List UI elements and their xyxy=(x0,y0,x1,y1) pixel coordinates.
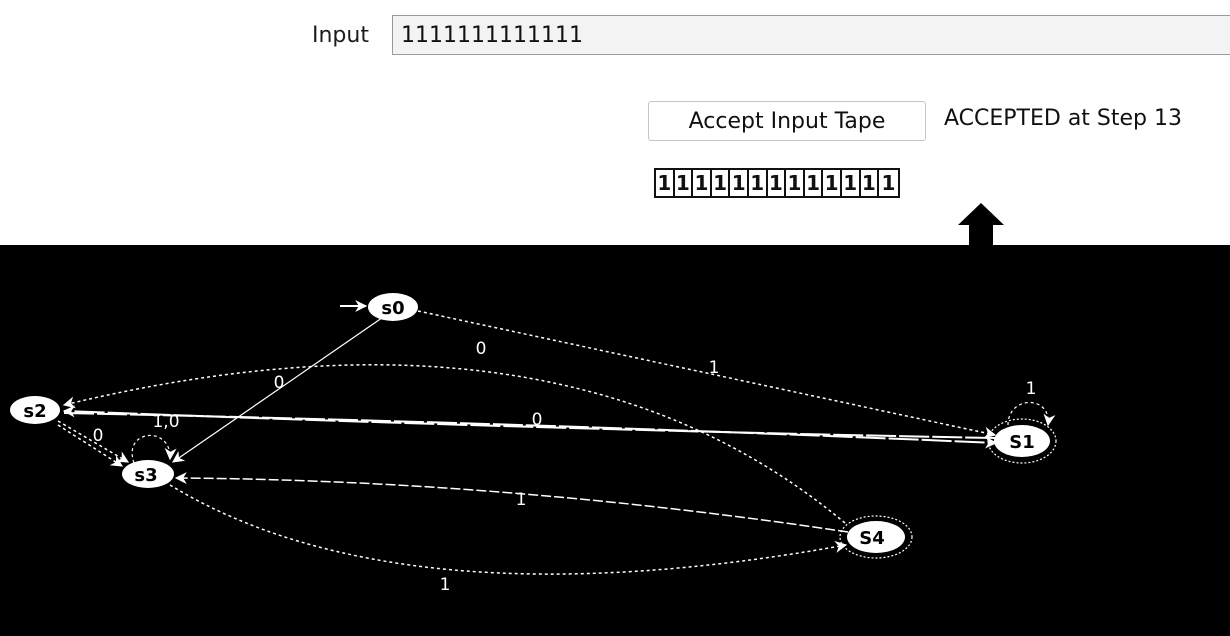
tape-cell: 1 xyxy=(842,170,861,196)
state-s0-label: s0 xyxy=(381,298,404,319)
tape-cell: 1 xyxy=(693,170,712,196)
tape-cell: 1 xyxy=(656,170,675,196)
tape-cell: 1 xyxy=(881,171,896,195)
tape-cell: 1 xyxy=(768,170,787,196)
tape-cell: 1 xyxy=(805,170,824,196)
edge-s0-s3 xyxy=(172,310,393,463)
tape-cell: 1 xyxy=(675,170,694,196)
automaton-graph: 0 1 0 1 0 0 1,0 1 1 s0 S1 s2 s3 xyxy=(10,293,1057,595)
state-s1[interactable]: S1 xyxy=(987,418,1057,464)
edge-s4-s3 xyxy=(174,472,849,533)
edge-label-s0-s3: 0 xyxy=(274,373,285,393)
state-s4[interactable]: S4 xyxy=(839,515,913,559)
state-s1-label: S1 xyxy=(1009,432,1035,453)
state-s0[interactable]: s0 xyxy=(368,293,418,321)
edge-s3-s4 xyxy=(169,484,848,575)
edge-label-s0-s1: 1 xyxy=(709,358,720,378)
state-s2[interactable]: s2 xyxy=(10,396,60,424)
tape-cell: 1 xyxy=(712,170,731,196)
edge-s1-self xyxy=(1007,402,1056,427)
state-s3-label: s3 xyxy=(134,465,157,486)
input-tape-field[interactable] xyxy=(392,15,1230,55)
state-s3[interactable]: s3 xyxy=(122,460,174,488)
tape-cell: 1 xyxy=(823,170,842,196)
tape-head-up-arrow-icon xyxy=(958,203,1004,247)
edge-label-s1-s2: 0 xyxy=(532,410,543,430)
tape-cell: 1 xyxy=(786,170,805,196)
state-s4-label: S4 xyxy=(859,528,885,549)
edge-s3-self xyxy=(131,434,177,464)
edge-s2-s1 xyxy=(63,412,998,449)
accept-input-tape-button[interactable]: Accept Input Tape xyxy=(648,101,926,141)
edge-s0-s1 xyxy=(417,310,997,439)
edge-s2-s3-b xyxy=(57,424,124,467)
edge-label-s4-s3: 1 xyxy=(516,490,527,510)
acceptance-status: ACCEPTED at Step 13 xyxy=(944,106,1183,131)
edge-label-s1-self: 1 xyxy=(1026,379,1037,399)
tape-cell: 1 xyxy=(730,170,749,196)
edge-label-s3-s4: 1 xyxy=(440,575,451,595)
tape-cell: 1 xyxy=(861,170,880,196)
input-label: Input xyxy=(312,23,369,48)
input-row: Input xyxy=(0,15,1230,59)
automaton-graph-panel: 0 1 0 1 0 0 1,0 1 1 s0 S1 s2 s3 xyxy=(0,245,1230,636)
edge-label-s2-s3: 0 xyxy=(93,426,104,446)
tape-cell: 1 xyxy=(749,170,768,196)
state-s2-label: s2 xyxy=(23,401,46,422)
edge-label-s3-self: 1,0 xyxy=(152,412,179,432)
edge-s4-s2 xyxy=(62,364,846,524)
edge-label-s4-s2: 0 xyxy=(476,339,487,359)
